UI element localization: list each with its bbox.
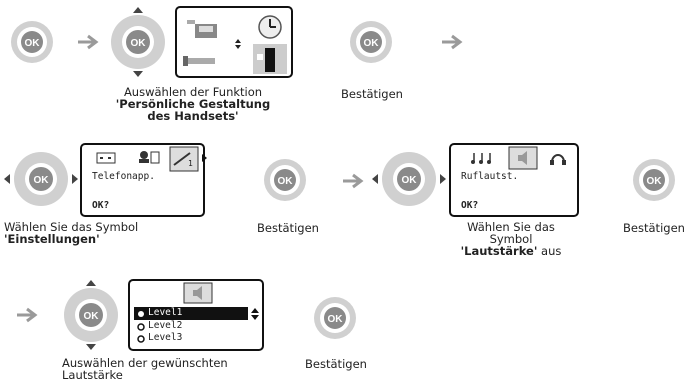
ok-button[interactable]: OK — [10, 20, 54, 64]
screen-label: Ruflautst. — [461, 171, 519, 182]
clock-icon — [258, 15, 282, 39]
phone-apps-icon — [187, 20, 217, 38]
level-option[interactable]: Level3 — [148, 332, 183, 343]
caption-line: Auswählen der Funktion — [123, 85, 263, 99]
updown-icon — [235, 39, 241, 49]
step1-caption: Auswählen der Funktion 'Persönliche Gest… — [108, 86, 278, 122]
caption-line: Wählen Sie das Symbol — [4, 220, 139, 234]
radio-selected-icon — [138, 311, 144, 317]
caption-emphasis: 'Persönliche Gestaltung — [115, 97, 271, 111]
step4-caption: Auswählen der gewünschten Lautstärke — [62, 357, 252, 381]
speaker-icon — [183, 282, 213, 304]
confirm-label: Bestätigen — [305, 357, 367, 371]
level-option[interactable]: Level1 — [148, 307, 183, 318]
radio-icon — [137, 323, 145, 331]
svg-text:OK: OK — [25, 38, 41, 49]
personalize-handset-icon — [253, 44, 287, 74]
card-icon — [96, 152, 116, 164]
svg-text:OK: OK — [328, 314, 344, 325]
caption-line: aus — [537, 244, 562, 258]
handset-screen-volume: Ruflautst. OK? — [449, 143, 579, 217]
level-row-selected[interactable] — [134, 307, 248, 320]
navigator-up-down[interactable]: OK — [108, 7, 168, 77]
screen-ok: OK? — [92, 200, 110, 211]
scroll-right-icon — [202, 154, 207, 162]
caption-line: Auswählen der gewünschten — [62, 356, 228, 370]
svg-text:OK: OK — [84, 311, 100, 322]
settings-icon — [169, 146, 199, 172]
headset-icon — [550, 154, 566, 165]
speaker-icon — [508, 146, 538, 170]
caption-line: Wählen Sie das — [467, 220, 555, 234]
caption-emphasis: 'Einstellungen' — [4, 232, 100, 246]
radio-icon — [137, 335, 145, 343]
svg-text:OK: OK — [402, 175, 418, 186]
confirm-label: Bestätigen — [623, 221, 685, 235]
step2-caption: Wählen Sie das Symbol 'Einstellungen' — [4, 221, 164, 245]
arrow-right-icon — [78, 34, 99, 50]
screen-label: Telefonapp. — [92, 171, 155, 182]
level-option[interactable]: Level2 — [148, 320, 183, 331]
user-list-icon — [139, 151, 160, 164]
handset-screen-levels: Level1 Level2 Level3 — [128, 279, 264, 351]
navigator-left-right[interactable]: OK — [372, 151, 446, 207]
confirm-label: Bestätigen — [257, 221, 319, 235]
svg-text:OK: OK — [278, 176, 294, 187]
ok-button[interactable]: OK — [313, 296, 357, 340]
arrow-right-icon — [343, 173, 364, 189]
badge: 1 — [188, 159, 193, 168]
music-notes-icon — [471, 153, 491, 164]
confirm-label: Bestätigen — [341, 87, 403, 101]
handset-screen-menu — [175, 6, 293, 78]
updown-icon[interactable] — [250, 307, 260, 321]
ok-button[interactable]: OK — [263, 158, 307, 202]
caption-line: Lautstärke — [62, 368, 123, 382]
svg-text:OK: OK — [34, 175, 50, 186]
arrow-right-icon — [17, 307, 38, 323]
caption-emphasis: 'Lautstärke' — [460, 244, 538, 258]
svg-text:OK: OK — [647, 176, 663, 187]
screen-ok: OK? — [461, 200, 479, 211]
ok-button[interactable]: OK — [349, 20, 393, 64]
navigator-left-right[interactable]: OK — [4, 151, 78, 207]
caption-emphasis: des Handsets' — [147, 109, 239, 123]
step3-caption: Wählen Sie das Symbol 'Lautstärke' aus — [436, 221, 586, 257]
ok-button[interactable]: OK — [632, 158, 676, 202]
caption-line: Symbol — [489, 232, 533, 246]
arrow-right-icon — [442, 34, 463, 50]
svg-text:OK: OK — [364, 38, 380, 49]
navigator-up-down[interactable]: OK — [61, 280, 121, 350]
svg-text:OK: OK — [131, 38, 147, 49]
tools-icon — [183, 56, 215, 66]
handset-screen-settings: 1 Telefonapp. OK? — [80, 143, 207, 217]
